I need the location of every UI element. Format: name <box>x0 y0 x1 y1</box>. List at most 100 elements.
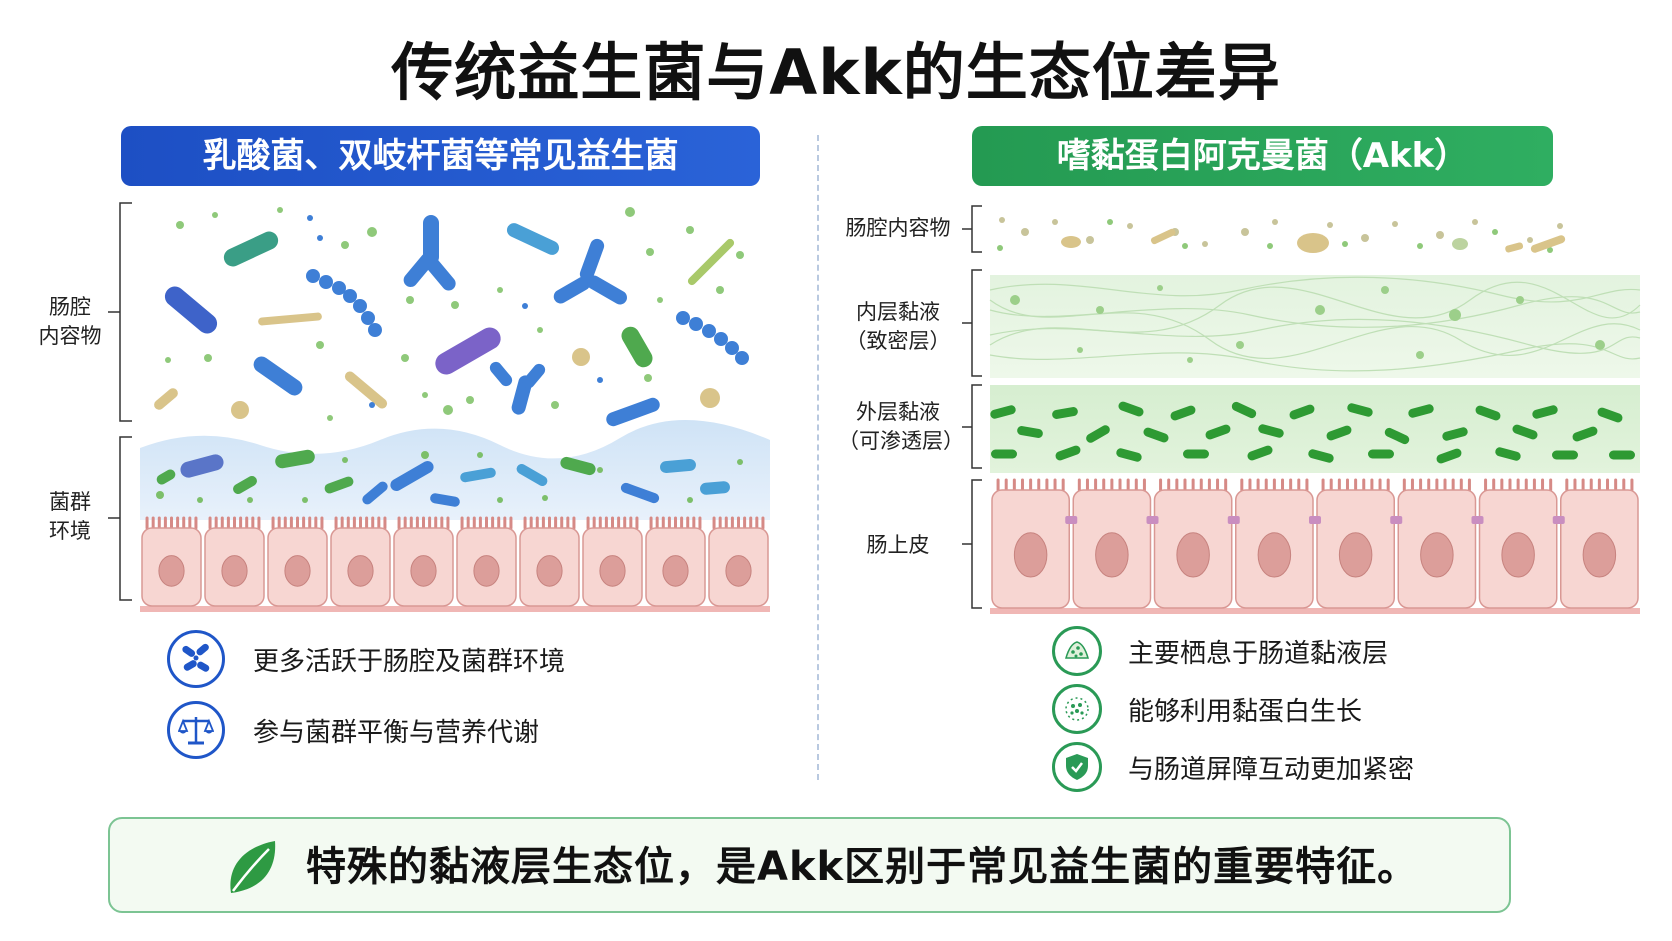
epithelial-cell <box>1316 478 1395 609</box>
akk-cell <box>1183 449 1209 459</box>
epithelial-cell <box>204 516 265 607</box>
tight-junction <box>1390 516 1403 524</box>
right-feature-3: 与肠道屏障互动更加紧密 <box>1052 742 1414 792</box>
left-panel-header: 乳酸菌、双岐杆菌等常见益生菌 <box>121 126 760 186</box>
akk-cell <box>1143 427 1169 443</box>
akk-cell <box>1017 426 1043 438</box>
left-bracket-env <box>108 436 132 601</box>
epithelial-cell <box>582 516 643 607</box>
akk-cell <box>1205 424 1231 440</box>
label-left-env-line2: 环境 <box>49 519 91 543</box>
epithelial-cell <box>1478 478 1558 609</box>
epithelial-cell <box>330 516 391 607</box>
akk-cell <box>1247 445 1273 461</box>
label-epithelium: 肠上皮 <box>866 533 930 557</box>
epithelial-cell <box>519 516 580 607</box>
left-env-bacteria <box>156 449 743 507</box>
akk-cell <box>1308 449 1334 463</box>
epithelial-cell <box>456 516 517 607</box>
footer-text: 特殊的黏液层生态位，是Akk区别于常见益生菌的重要特征。 <box>306 844 1419 890</box>
right-feature-1: 主要栖息于肠道黏液层 <box>1052 626 1388 676</box>
label-left-lumen: 肠腔 内容物 <box>30 293 110 351</box>
epithelial-cell <box>1235 478 1314 609</box>
epithelial-cell <box>991 478 1070 609</box>
right-brackets <box>962 205 982 609</box>
mucin-circle-icon <box>1052 684 1102 734</box>
right-lumen-particles <box>997 217 1566 253</box>
akk-cell <box>1118 401 1144 417</box>
right-feature-2: 能够利用黏蛋白生长 <box>1052 684 1362 734</box>
akk-cell <box>1552 450 1578 460</box>
label-inner-mucus-line1: 内层黏液 <box>856 300 940 324</box>
akk-cell <box>1170 405 1196 421</box>
label-left-lumen-line1: 肠腔 <box>49 295 91 319</box>
left-epithelium <box>140 516 770 612</box>
label-right-lumen: 肠腔内容物 <box>845 216 951 240</box>
akk-cell <box>1495 447 1521 461</box>
akk-cell <box>1289 404 1315 420</box>
tight-junction <box>1309 516 1321 524</box>
balance-scale-icon <box>167 701 225 759</box>
akk-cell <box>1052 407 1078 419</box>
tight-junction <box>1065 516 1078 524</box>
label-inner-mucus-line2: （致密层） <box>845 329 951 353</box>
right-feature-3-text: 与肠道屏障互动更加紧密 <box>1128 754 1415 785</box>
right-feature-2-text: 能够利用黏蛋白生长 <box>1128 696 1363 727</box>
label-left-env: 菌群 环境 <box>30 488 110 546</box>
akk-cell <box>1347 403 1373 417</box>
epithelial-cell <box>267 516 328 607</box>
epithelial-cell <box>141 516 202 607</box>
akk-cell <box>1436 448 1462 464</box>
shield-icon <box>1052 742 1102 792</box>
footer-box: 特殊的黏液层生态位，是Akk区别于常见益生菌的重要特征。 <box>108 817 1511 913</box>
epithelial-cell <box>645 516 706 607</box>
akk-cell <box>1258 424 1284 438</box>
akk-cell <box>1326 425 1352 441</box>
akk-cell <box>1384 427 1410 445</box>
right-epithelium <box>990 478 1640 614</box>
akk-cell <box>1609 450 1635 460</box>
akk-cell <box>990 405 1016 419</box>
label-outer-mucus-line1: 外层黏液 <box>856 400 940 424</box>
epithelial-cell <box>708 516 769 607</box>
label-left-lumen-line2: 内容物 <box>38 324 102 348</box>
akk-cell <box>1116 448 1142 462</box>
epithelial-cell <box>393 516 454 607</box>
left-feature-2: 参与菌群平衡与营养代谢 <box>167 701 539 759</box>
akk-cell <box>1086 425 1110 443</box>
left-lumen-bacteria <box>154 207 749 427</box>
akk-cell <box>1408 404 1434 418</box>
akk-cell <box>1231 401 1257 419</box>
epithelial-cell <box>1560 478 1639 609</box>
left-feature-1-text: 更多活跃于肠腔及菌群环境 <box>253 646 566 677</box>
label-left-env-line1: 菌群 <box>49 490 91 514</box>
label-inner-mucus: 内层黏液 （致密层） <box>838 298 958 356</box>
tight-junction <box>1227 516 1240 524</box>
akk-bacteria <box>990 401 1635 464</box>
left-feature-1: 更多活跃于肠腔及菌群环境 <box>167 630 565 688</box>
inner-mucus-particles <box>1010 285 1605 363</box>
epithelial-cell <box>1072 478 1152 609</box>
epithelial-cell <box>1153 478 1233 609</box>
akk-cell <box>1572 426 1598 442</box>
tight-junction <box>1552 516 1565 524</box>
akk-cell <box>991 449 1017 459</box>
tight-junction <box>1146 516 1159 524</box>
akk-cell <box>1055 445 1081 461</box>
inner-mucus-layer <box>990 275 1640 378</box>
page-title: 传统益生菌与Akk的生态位差异 <box>391 36 1281 109</box>
label-outer-mucus-line2: （可渗透层） <box>838 429 964 453</box>
akk-cell <box>1597 407 1623 423</box>
left-feature-2-text: 参与菌群平衡与营养代谢 <box>253 717 540 748</box>
leaf-icon <box>230 841 276 893</box>
akk-cell <box>1442 427 1468 441</box>
center-divider <box>817 135 819 780</box>
label-outer-mucus: 外层黏液 （可渗透层） <box>838 398 964 456</box>
epithelial-cell <box>1397 478 1477 609</box>
left-microbiota-layer <box>140 419 770 520</box>
outer-mucus-layer <box>990 385 1640 473</box>
bacteria-icon <box>167 630 225 688</box>
basement-membrane <box>140 606 770 612</box>
left-bracket-lumen <box>108 202 132 422</box>
